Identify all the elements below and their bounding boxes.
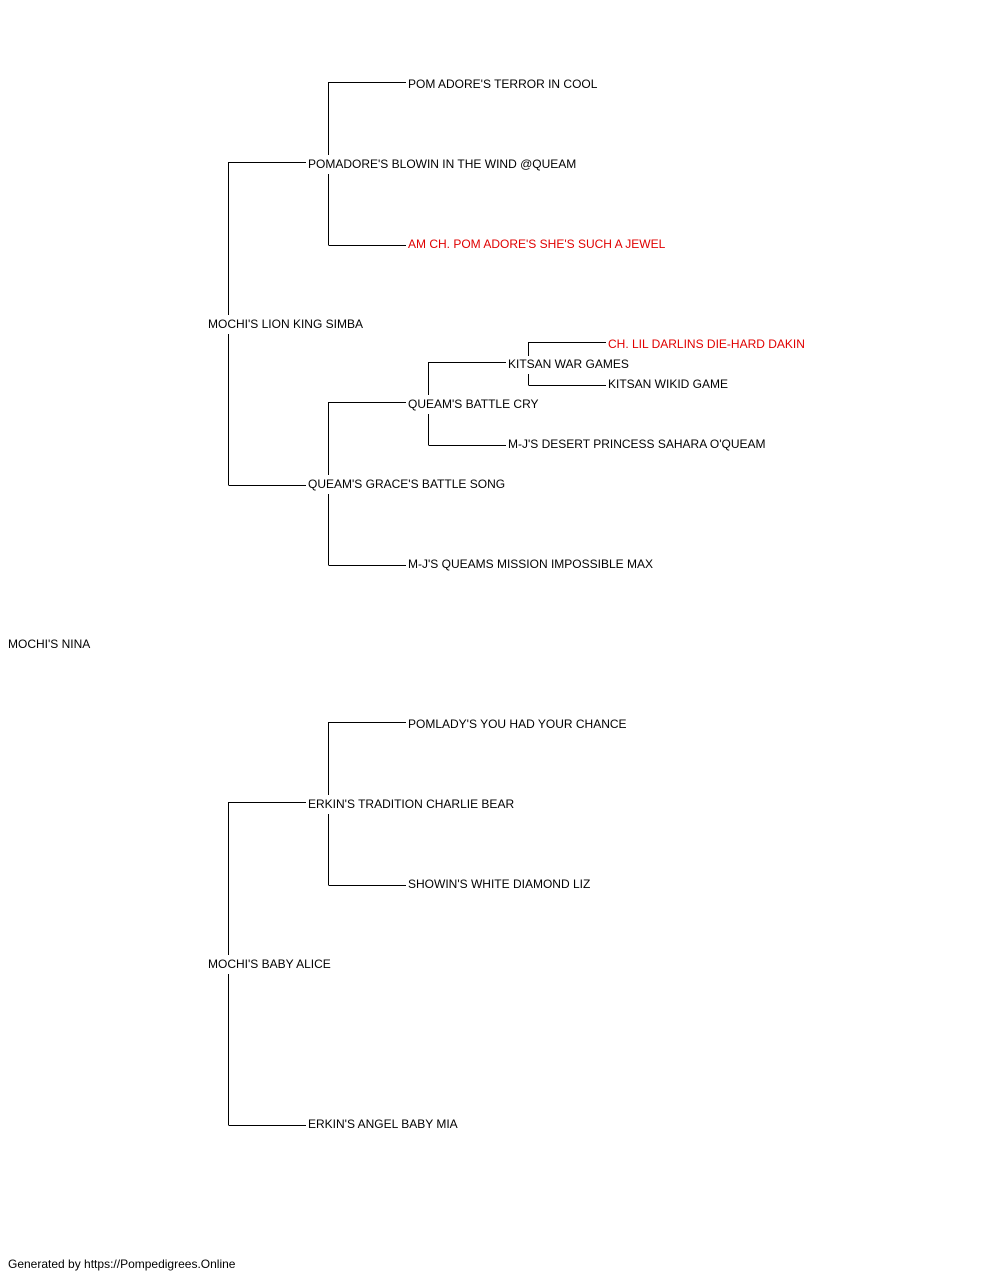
generated-by-footer: Generated by https://Pompedigrees.Online — [8, 1257, 236, 1271]
connector-charlie-bear — [328, 722, 406, 886]
sire-name: MOCHI'S LION KING SIMBA — [208, 317, 365, 331]
sire-dam-dam-name: M-J'S QUEAMS MISSION IMPOSSIBLE MAX — [408, 557, 655, 571]
sire-sire-dam-name: AM CH. POM ADORE'S SHE'S SUCH A JEWEL — [408, 237, 668, 251]
sire-sire-name: POMADORE'S BLOWIN IN THE WIND @QUEAM — [308, 157, 579, 171]
sire-sire-sire-name: POM ADORE'S TERROR IN COOL — [408, 77, 600, 91]
dam-name: MOCHI'S BABY ALICE — [208, 957, 333, 971]
dam-sire-dam-name: SHOWIN'S WHITE DIAMOND LIZ — [408, 877, 593, 891]
dam-sire-name: ERKIN'S TRADITION CHARLIE BEAR — [308, 797, 517, 811]
dam-dam-name: ERKIN'S ANGEL BABY MIA — [308, 1117, 460, 1131]
dam-sire-sire-name: POMLADY'S YOU HAD YOUR CHANCE — [408, 717, 629, 731]
sire-dam-sire-sire-name: KITSAN WAR GAMES — [508, 357, 631, 371]
connector-simba — [228, 162, 306, 486]
connector-baby-alice — [228, 802, 306, 1126]
connector-battle-cry — [428, 362, 506, 446]
sire-dam-sire-sire-sire-name: CH. LIL DARLINS DIE-HARD DAKIN — [608, 337, 807, 351]
sire-dam-sire-sire-dam-name: KITSAN WIKID GAME — [608, 377, 731, 391]
connector-grace-battle-song — [328, 402, 406, 566]
connector-pomadore — [328, 82, 406, 246]
sire-dam-sire-name: QUEAM'S BATTLE CRY — [408, 397, 541, 411]
sire-dam-sire-dam-name: M-J'S DESERT PRINCESS SAHARA O'QUEAM — [508, 437, 768, 451]
connector-kitsan-war-games — [528, 342, 606, 386]
subject-name: MOCHI'S NINA — [8, 637, 93, 651]
sire-dam-name: QUEAM'S GRACE'S BATTLE SONG — [308, 477, 508, 491]
